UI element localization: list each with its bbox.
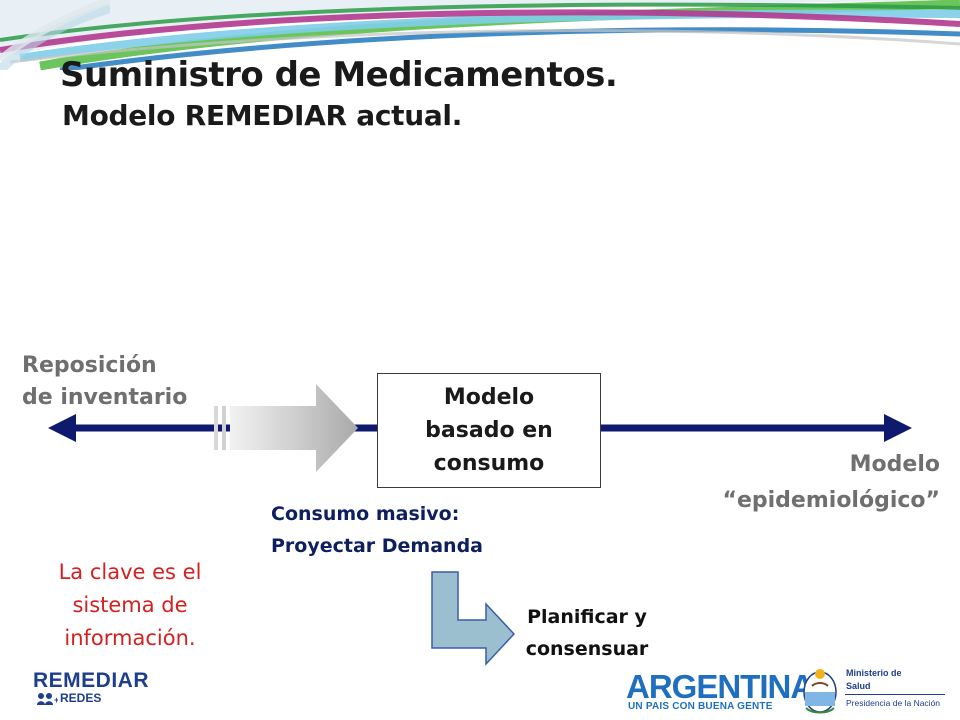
slide-subtitle: Modelo REMEDIAR actual. <box>62 99 463 132</box>
planificar-line1: Planificar y <box>527 606 647 628</box>
ministerio-line2: Salud <box>846 681 871 691</box>
svg-text:+: + <box>54 695 58 705</box>
model-box: Modelo basado en consumo <box>377 373 601 488</box>
right-axis-label-line2: “epidemiológico” <box>722 488 940 513</box>
planificar-line2: consensuar <box>525 638 649 660</box>
left-axis-label-line2: de inventario <box>22 385 188 410</box>
right-axis-label-line1: Modelo <box>849 452 940 477</box>
shift-arrow <box>214 384 358 472</box>
planificar-text: Planificar y consensuar <box>507 601 667 665</box>
axis-arrowhead-right <box>884 414 912 442</box>
key-message-line3: información. <box>64 626 196 650</box>
national-seal-icon <box>803 669 837 714</box>
header-swoosh-left <box>0 0 110 70</box>
argentina-slogan: UN PAIS CON BUENA GENTE <box>628 701 773 712</box>
ministerio-line1: Ministerio de <box>846 668 902 678</box>
header-swoosh <box>0 0 960 70</box>
ministerio-divider <box>845 694 945 695</box>
right-axis-label: Modelo “epidemiológico” <box>723 447 940 519</box>
model-box-line2: basado en <box>425 418 553 443</box>
remediar-people-icon: + <box>37 693 58 705</box>
axis-arrowhead-left <box>48 414 76 442</box>
key-message-line2: sistema de <box>72 593 188 617</box>
remediar-logo: REMEDIAR <box>33 669 150 692</box>
redes-logo: REDES <box>60 691 102 705</box>
consumo-text: Consumo masivo: Proyectar Demanda <box>271 498 483 562</box>
model-box-line1: Modelo <box>443 385 535 410</box>
elbow-arrow <box>431 571 516 666</box>
argentina-logo: ARGENTINA <box>626 668 814 705</box>
consumo-line1: Consumo masivo: <box>271 503 460 525</box>
key-message: La clave es el sistema de información. <box>30 556 230 655</box>
slide-title: Suministro de Medicamentos. <box>60 55 618 95</box>
model-box-line3: consumo <box>433 451 545 476</box>
left-axis-label-line1: Reposición <box>22 353 157 378</box>
presidencia-text: Presidencia de la Nación <box>846 698 941 708</box>
consumo-line2: Proyectar Demanda <box>271 535 483 557</box>
key-message-line1: La clave es el <box>58 560 202 584</box>
left-axis-label: Reposición de inventario <box>22 350 187 414</box>
